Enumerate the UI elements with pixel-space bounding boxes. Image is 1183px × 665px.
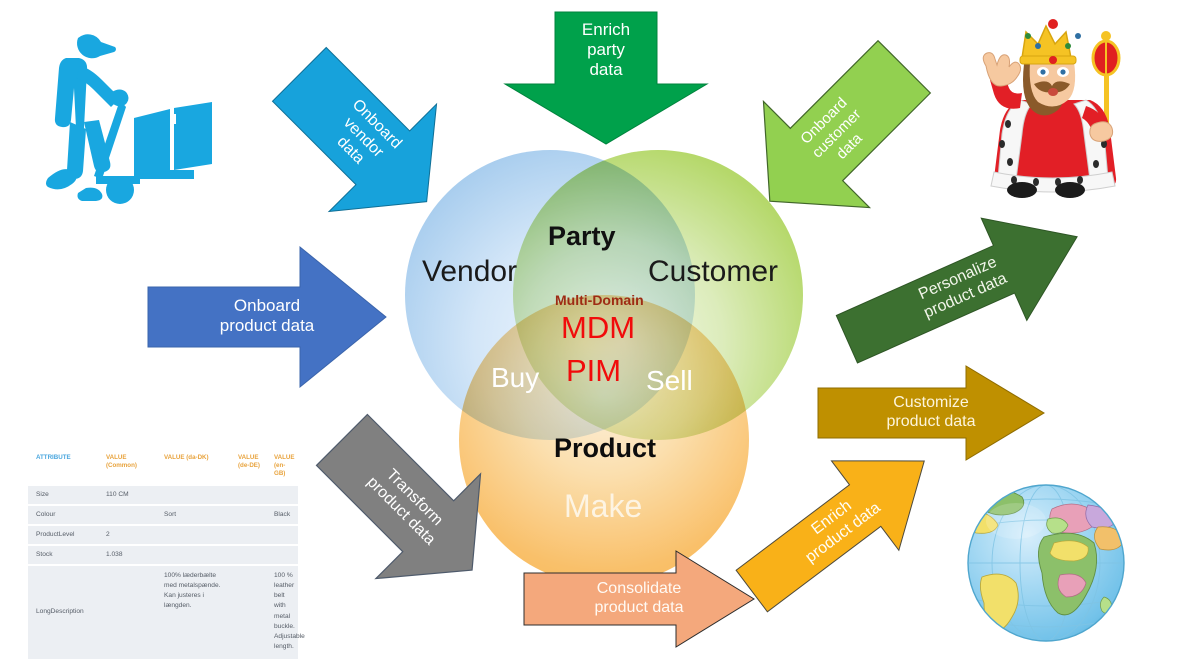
arrow-consolidate-product-data: Consolidate product data (523, 550, 755, 648)
arrow-shape (735, 460, 925, 613)
cell-da-dk: Sort (160, 505, 234, 527)
globe-figure (948, 465, 1144, 655)
arrow-shape (817, 365, 1045, 461)
king-glyph (982, 19, 1121, 198)
arrow-shape (523, 550, 755, 648)
table-row: Colour Sort Black (28, 505, 298, 527)
venn-circle-product (459, 295, 749, 585)
cell-attribute: Size (28, 486, 102, 507)
arrow-shape (835, 217, 1078, 364)
cell-en-gb (270, 544, 298, 566)
table-header-value-da-dk: VALUE (da-DK) (160, 450, 234, 487)
warehouse-worker-glyph (46, 34, 212, 204)
king-figure (958, 12, 1148, 202)
cell-en-gb: Black (270, 505, 298, 527)
globe-glyph (967, 484, 1125, 642)
arrow-shape (147, 245, 387, 389)
table-header-attribute: ATTRIBUTE (28, 450, 102, 487)
arrow-shape (503, 11, 709, 145)
cell-en-gb (270, 525, 298, 546)
cell-attribute: Stock (28, 544, 102, 566)
cell-common: 110 CM (102, 486, 160, 507)
arrow-transform-product-data: Transform product data (285, 383, 528, 626)
table-header-value-de-de: VALUE (de-DE) (234, 450, 270, 487)
cell-attribute: Colour (28, 505, 102, 527)
table-header-value-en-gb: VALUE (en-GB) (270, 450, 298, 487)
table-row: LongDescription 100% læderbælte med meta… (28, 564, 305, 661)
cell-en-gb (270, 486, 298, 507)
arrow-personalize-product-data: Personalize product data (824, 186, 1100, 391)
arrow-onboard-product-data: Onboard product data (147, 243, 387, 389)
arrow-shape (315, 413, 482, 580)
cell-attribute: LongDescription (28, 564, 102, 661)
arrow-shape (271, 46, 438, 213)
cell-de-de (234, 486, 270, 507)
arrow-enrich-party-data: Enrich party data (495, 11, 717, 145)
cell-en-gb: 100 % leather belt with metal buckle. Ad… (270, 564, 305, 661)
table-row: Size 110 CM (28, 486, 298, 507)
arrow-enrich-product-data: Enrich product data (718, 416, 958, 635)
cell-de-de (234, 525, 270, 546)
cell-common (102, 505, 160, 527)
arrow-onboard-customer-data: Onboard customer data (714, 11, 960, 257)
warehouse-worker-icon (42, 18, 222, 208)
arrow-shape (762, 39, 932, 209)
cell-da-dk (160, 544, 234, 566)
table-header-row: ATTRIBUTE VALUE (Common) VALUE (da-DK) V… (28, 450, 298, 487)
table-footer-spacer (28, 660, 298, 665)
cell-de-de (234, 564, 270, 661)
cell-common (102, 564, 160, 661)
cell-common: 1.038 (102, 544, 160, 566)
cell-da-dk: 100% læderbælte med metalspænde. Kan jus… (160, 564, 234, 661)
cell-da-dk (160, 486, 234, 507)
cell-de-de (234, 544, 270, 566)
attribute-table: ATTRIBUTE VALUE (Common) VALUE (da-DK) V… (28, 450, 305, 665)
cell-de-de (234, 505, 270, 527)
table-row: ProductLevel 2 (28, 525, 298, 546)
arrow-onboard-vendor-data: Onboard vendor data (243, 18, 483, 258)
cell-attribute: ProductLevel (28, 525, 102, 546)
table-row: Stock 1.038 (28, 544, 298, 566)
table-header-value-common: VALUE (Common) (102, 450, 160, 487)
cell-da-dk (160, 525, 234, 546)
cell-common: 2 (102, 525, 160, 546)
